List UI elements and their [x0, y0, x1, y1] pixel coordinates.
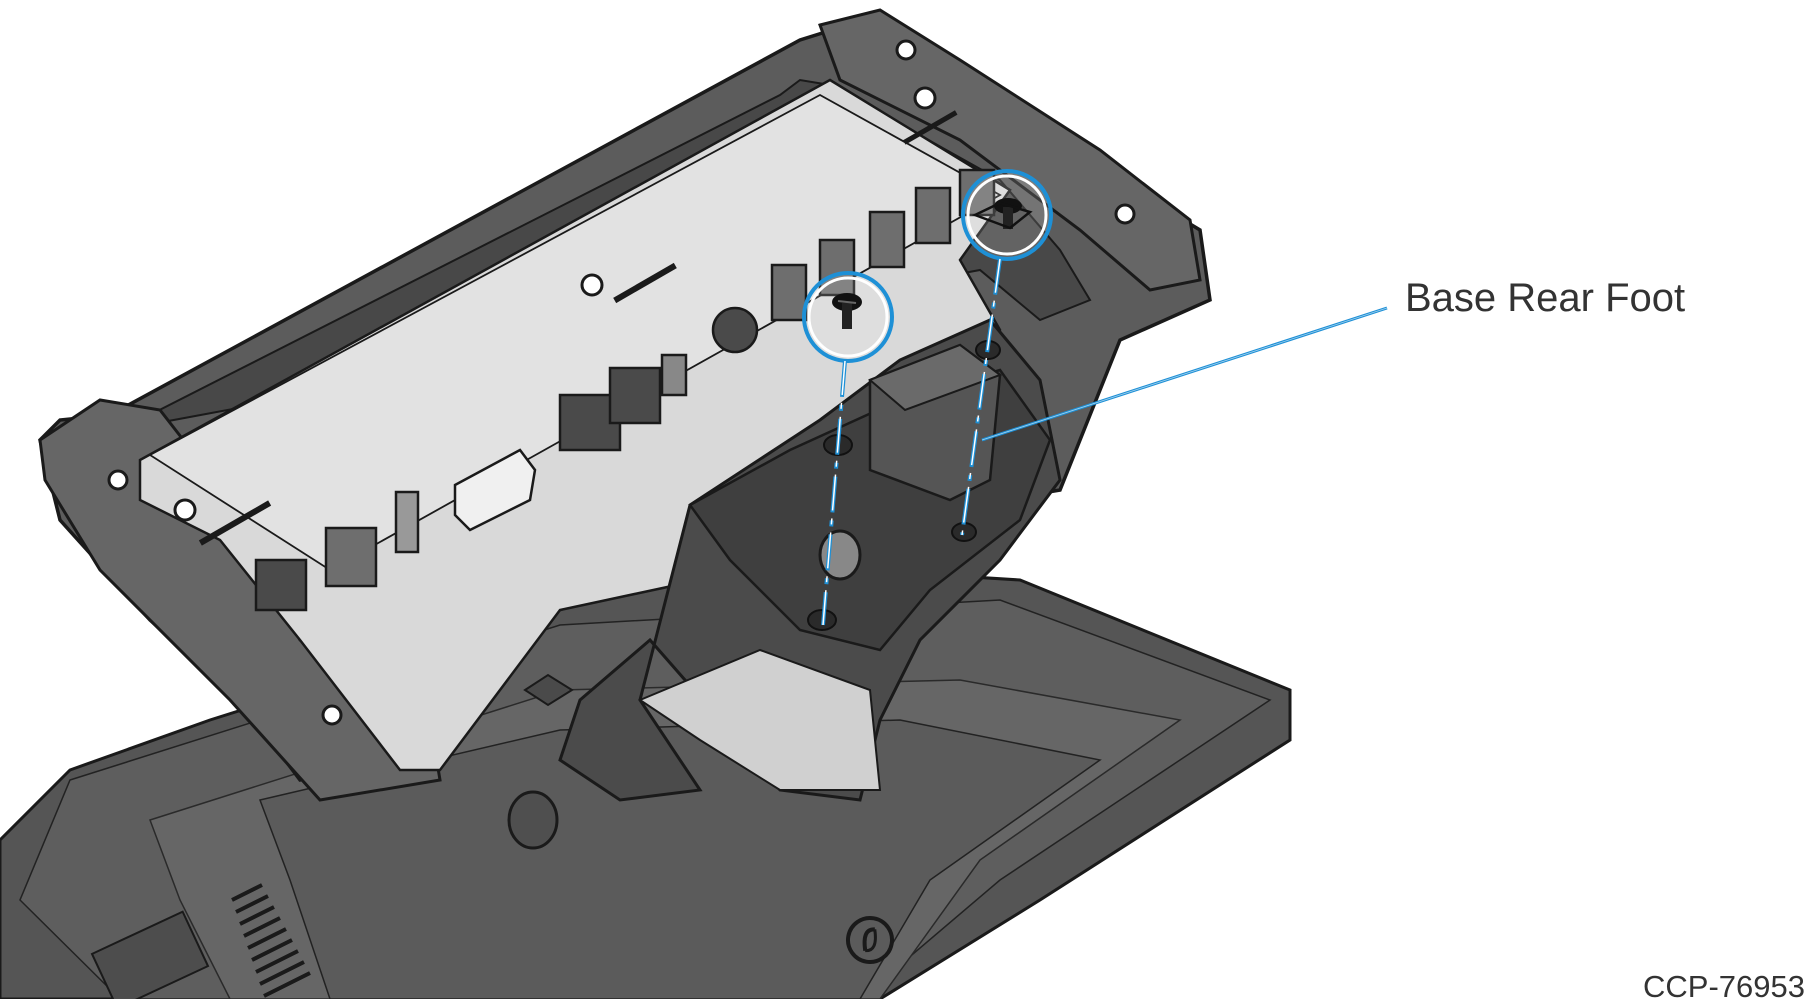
screw-callout-right: [960, 169, 1053, 536]
screw-icon: [832, 293, 862, 329]
brand-logo-icon: [846, 916, 894, 964]
base-chassis: [38, 8, 1212, 850]
vent-grille: [231, 883, 311, 998]
figure-id: CCP-76953: [1643, 969, 1805, 1004]
base-rear-foot: [558, 318, 1062, 802]
screw-callout-left: [802, 271, 894, 626]
screw-icon: [971, 198, 1033, 230]
io-ports: [254, 168, 996, 612]
base-rear-foot-leader: [981, 306, 1388, 442]
foot-screw-holes: [807, 340, 1001, 631]
panel-screws: [107, 39, 1136, 726]
callout-label-base-rear-foot: Base Rear Foot: [1405, 276, 1686, 320]
